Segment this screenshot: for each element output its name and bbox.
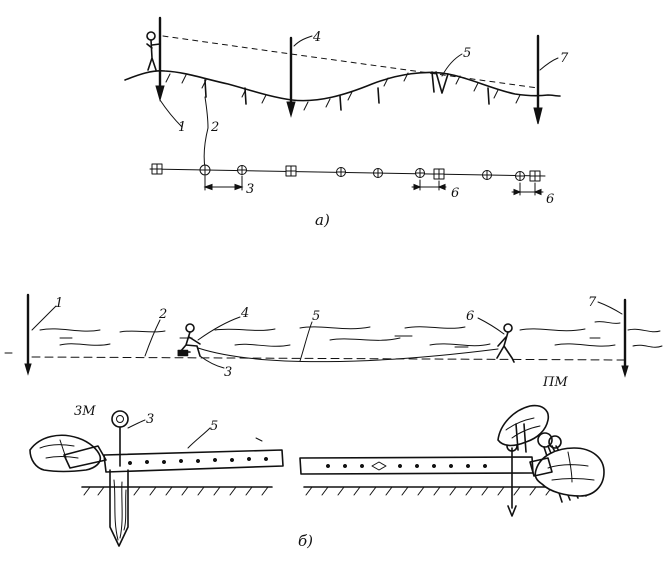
label-rod-left: 1 — [178, 120, 186, 135]
label-field-rod-left: 1 — [55, 296, 63, 311]
label-interval-6b: 6 — [546, 192, 554, 207]
leader-lines-field — [31, 301, 623, 369]
hand-right-upper — [497, 404, 550, 453]
hand-right-lower — [529, 447, 605, 497]
sight-line — [162, 35, 539, 89]
label-field-worker-front: 6 — [466, 309, 474, 324]
figure-a: 1 2 4 5 7 — [124, 16, 569, 229]
ground-left — [81, 486, 273, 496]
tape-right — [299, 456, 534, 475]
pin-right — [506, 440, 518, 517]
label-rod-middle: 4 — [312, 30, 321, 45]
caption-b: б) — [298, 532, 313, 550]
label-interval-6a: 6 — [451, 186, 459, 201]
label-field-pin: 3 — [224, 365, 232, 380]
caption-a: а) — [315, 211, 330, 229]
ground-right — [303, 486, 556, 496]
tape-curve — [197, 347, 499, 363]
terrain-profile — [124, 70, 561, 102]
hand-left — [29, 434, 107, 473]
label-field-worker-rear: 4 — [240, 306, 249, 321]
stray-mark — [255, 437, 263, 442]
label-field-mark: ПМ — [542, 375, 568, 390]
measure-line — [31, 356, 625, 361]
label-field-tape: 5 — [312, 309, 320, 324]
marker-chain — [149, 163, 546, 196]
label-ground-mark: 5 — [463, 46, 471, 61]
ground-mark-5 — [435, 71, 449, 94]
label-b-tape: 5 — [210, 419, 218, 434]
field-rod-right — [621, 298, 629, 378]
surveyor-figure — [146, 31, 161, 71]
figure-b: 3М 3 5 б) — [29, 404, 605, 550]
label-b-marker: 3М — [74, 404, 96, 419]
label-field-line: 2 — [158, 307, 167, 322]
rod-right — [533, 34, 543, 125]
field-rod-left — [24, 293, 32, 376]
terrain-hatching — [165, 72, 521, 111]
label-b-pin: 3 — [146, 412, 154, 427]
worker-front — [496, 323, 515, 363]
tape-left — [103, 449, 284, 473]
leader-lines-b — [127, 419, 211, 449]
label-rod-right: 7 — [560, 51, 569, 66]
label-field-rod-right: 7 — [588, 295, 597, 310]
field-terrain — [39, 321, 663, 348]
rod-left — [155, 16, 165, 102]
stake-left — [109, 410, 129, 547]
ground-pins — [204, 71, 490, 111]
label-interval-3: 3 — [246, 182, 254, 197]
figure-field: 1 2 4 5 3 6 7 ПМ — [4, 293, 663, 390]
label-pin: 2 — [210, 120, 219, 135]
rod-middle — [286, 36, 296, 118]
leader-lines-a — [159, 35, 559, 169]
worker-rear — [177, 323, 201, 357]
